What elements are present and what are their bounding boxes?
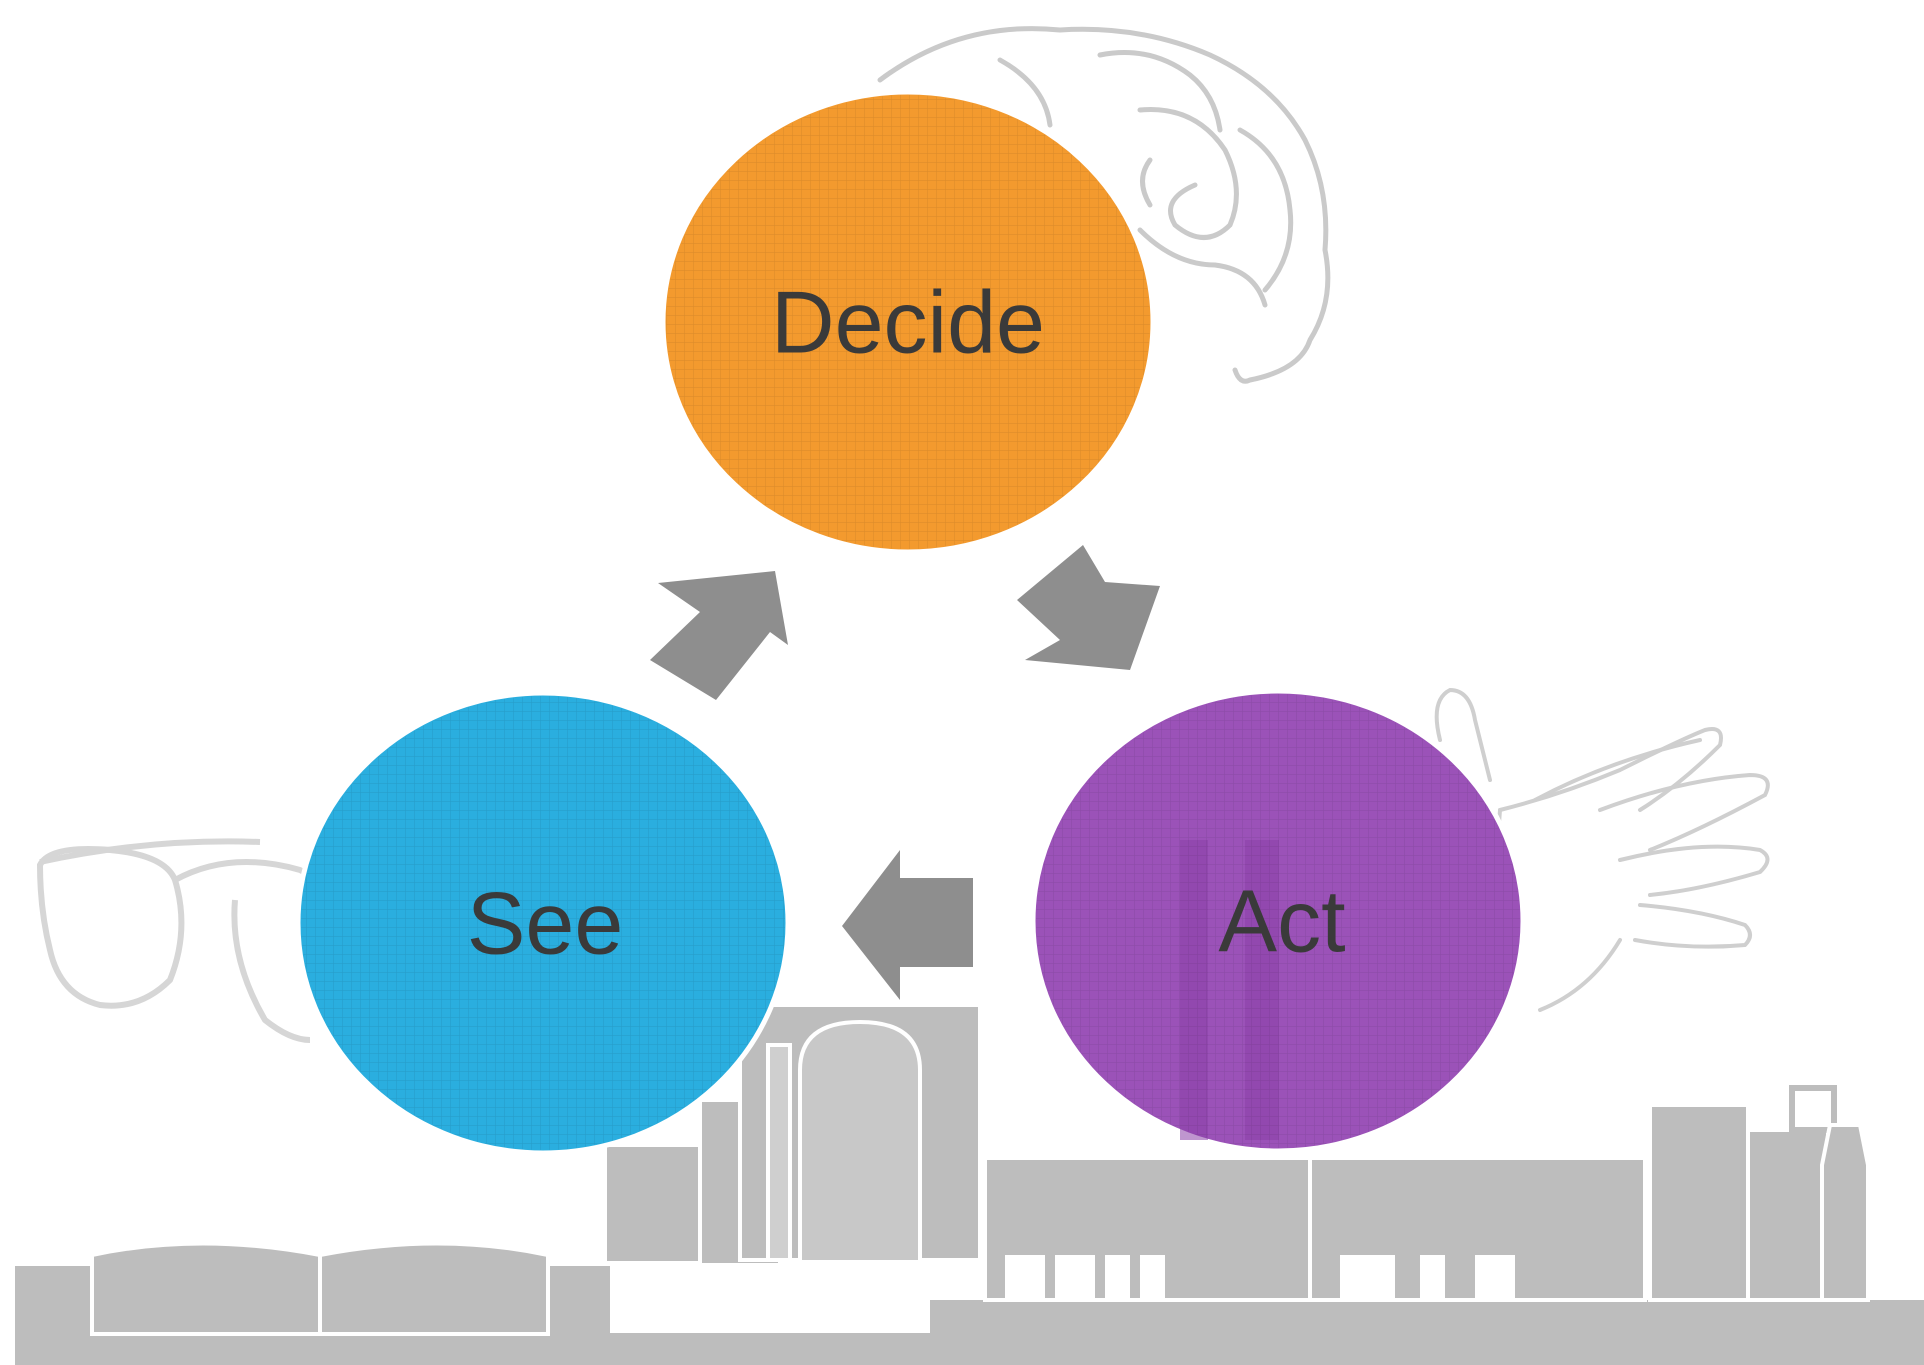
node-see: See xyxy=(295,690,791,1156)
factory-skyline xyxy=(15,1003,1924,1365)
decide-label: Decide xyxy=(771,273,1045,372)
node-act: Act xyxy=(1030,688,1526,1154)
brain-icon xyxy=(877,26,1331,384)
glasses-icon xyxy=(36,838,323,1043)
act-label: Act xyxy=(1218,872,1345,971)
node-decide: Decide xyxy=(660,89,1156,555)
arrow-see-to-decide xyxy=(650,571,788,700)
arrow-decide-to-act xyxy=(1017,545,1160,670)
arrow-act-to-see xyxy=(842,850,973,1000)
see-label: See xyxy=(467,874,624,973)
